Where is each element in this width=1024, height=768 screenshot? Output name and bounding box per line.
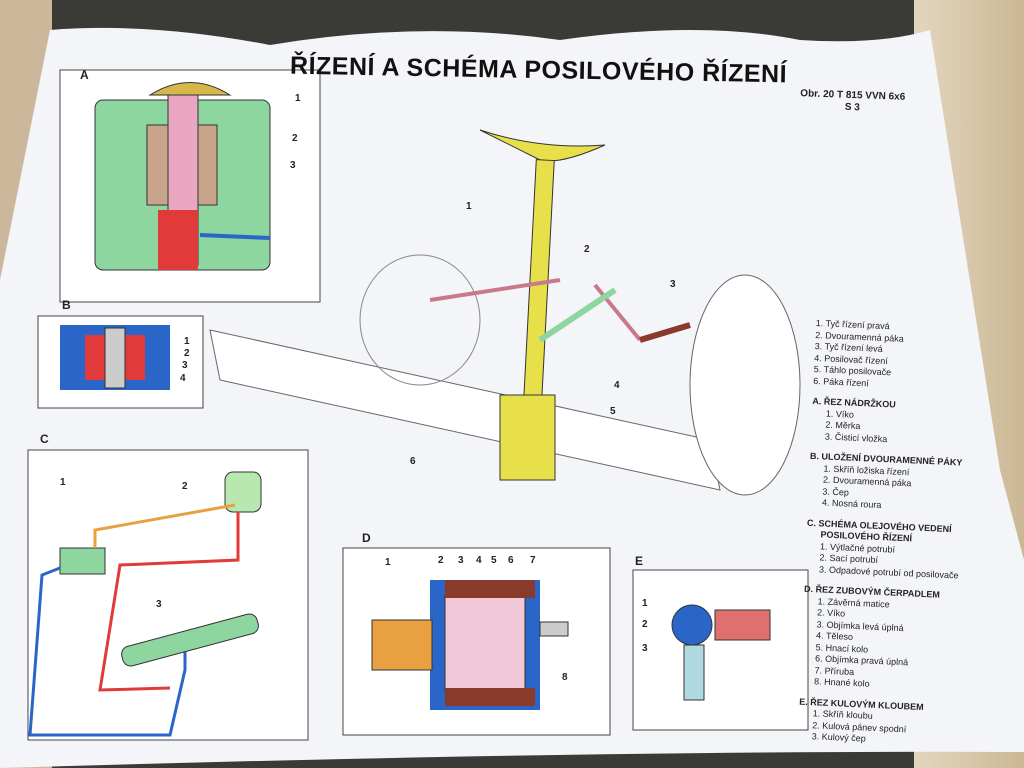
callout: 8 (562, 672, 568, 683)
bearing-pin (104, 327, 126, 389)
steering-gear (499, 394, 556, 481)
joint-stud (683, 644, 705, 701)
callout: 2 (642, 619, 648, 630)
pressure-line (28, 566, 187, 737)
suction-line (93, 503, 236, 548)
callout: 1 (60, 477, 66, 488)
return-line (98, 512, 240, 692)
callout: 4 (614, 380, 620, 391)
panel-d-label: D (362, 531, 371, 545)
tie-rod-right (429, 278, 561, 302)
callout: 2 (438, 555, 444, 566)
wheel-left (359, 254, 481, 386)
pump-housing-bottom (445, 688, 535, 706)
wheel (689, 274, 801, 496)
reference-code: Obr. 20 T 815 VVN 6x6 S 3 (800, 88, 905, 116)
joint-ball (671, 604, 713, 646)
servo-cylinder (121, 613, 259, 667)
tank-lid (148, 82, 232, 96)
tank-pipe (199, 233, 271, 240)
steering-arm (639, 322, 691, 343)
callout: 4 (180, 373, 186, 384)
pump-shaft (539, 621, 569, 637)
callout: 1 (466, 201, 472, 212)
panel-c-label: C (40, 432, 49, 446)
servo-main (538, 287, 617, 343)
tie-rod-left (593, 283, 642, 342)
joint-arm (714, 609, 771, 641)
callout: 1 (295, 93, 301, 104)
callout: 6 (410, 456, 416, 467)
callout: 7 (530, 555, 536, 566)
callout: 5 (610, 406, 616, 417)
pump (59, 547, 106, 575)
reservoir (224, 471, 262, 513)
callout: 2 (584, 244, 590, 255)
pump-gears (444, 594, 526, 691)
panel-e-label: E (635, 554, 644, 568)
panel-c-frame (27, 449, 309, 741)
tank-base (158, 210, 198, 270)
callout: 1 (385, 557, 391, 568)
callout: 4 (476, 555, 482, 566)
panel-a-label: A (80, 68, 89, 82)
panel-b-label: B (62, 298, 71, 312)
callout: 1 (184, 336, 190, 347)
callout: 2 (184, 348, 190, 359)
callout: 3 (458, 555, 464, 566)
callout: 3 (182, 360, 188, 371)
callout: 5 (491, 555, 497, 566)
pump-cap (371, 619, 433, 671)
callout: 3 (642, 643, 648, 654)
legend: 1. Tyč řízení pravá 2. Dvouramenná páka … (797, 318, 969, 749)
panel-e-frame (632, 569, 809, 731)
callout: 3 (670, 279, 676, 290)
pump-housing-top (445, 580, 535, 598)
callout: 3 (290, 160, 296, 171)
callout: 2 (292, 133, 298, 144)
callout: 2 (182, 481, 188, 492)
callout: 3 (156, 599, 162, 610)
callout: 1 (642, 598, 648, 609)
callout: 6 (508, 555, 514, 566)
